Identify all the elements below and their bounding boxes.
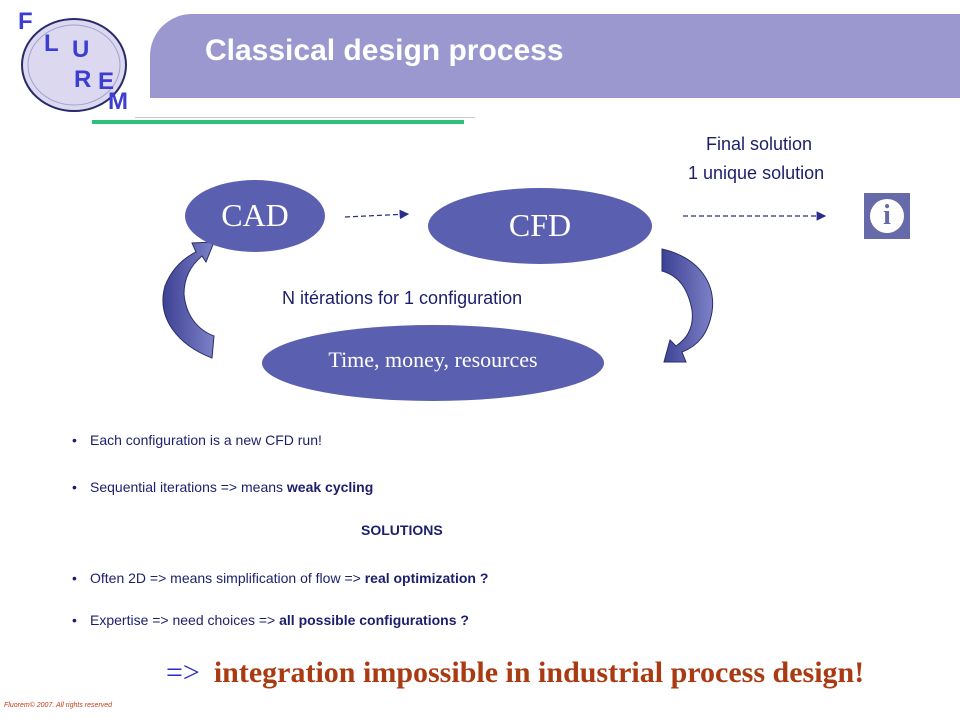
cfd-label: CFD xyxy=(508,207,572,243)
bullet-emphasis: all possible configurations ? xyxy=(279,612,469,628)
bullet-text: Sequential iterations => means xyxy=(90,479,287,495)
bullet-item: •Expertise => need choices => all possib… xyxy=(72,612,469,628)
conclusion-arrow: => xyxy=(166,656,200,689)
logo-letter: E xyxy=(98,68,115,95)
conclusion-text: integration impossible in industrial pro… xyxy=(213,656,865,689)
logo-letter: R xyxy=(74,66,92,93)
time-money-label: Time, money, resources xyxy=(328,347,538,372)
header-band xyxy=(150,14,960,98)
fluorem-logo: F L U R E M xyxy=(8,8,138,118)
bullet-item: •Often 2D => means simplification of flo… xyxy=(72,570,489,586)
bullet-text: Each configuration is a new CFD run! xyxy=(90,432,322,448)
arrow-cad-to-cfd xyxy=(344,209,410,220)
cad-node: CAD xyxy=(185,180,325,252)
bullet-text: Often 2D => means simplification of flow… xyxy=(90,570,365,586)
copyright-footer: Fluorem© 2007. All rights reserved xyxy=(4,702,112,709)
logo-letter: M xyxy=(108,88,128,115)
solutions-heading: SOLUTIONS xyxy=(361,522,443,538)
cad-label: CAD xyxy=(221,197,289,233)
info-icon[interactable]: i xyxy=(864,193,910,239)
loop-arrow-left xyxy=(162,241,215,359)
iterations-label: N itérations for 1 configuration xyxy=(282,288,523,308)
header-green-rule xyxy=(92,120,464,124)
final-solution-label: Final solution xyxy=(706,134,813,154)
bullet-text: Expertise => need choices => xyxy=(90,612,280,628)
logo-letter: U xyxy=(72,36,90,63)
cfd-node: CFD xyxy=(428,188,652,264)
bullet-item: •Each configuration is a new CFD run! xyxy=(72,432,322,448)
loop-arrow-right xyxy=(661,248,714,363)
info-icon-circle: i xyxy=(870,199,904,233)
bullet-item: •Sequential iterations => means weak cyc… xyxy=(72,479,374,495)
logo-letter: F xyxy=(18,8,33,35)
info-icon-glyph: i xyxy=(883,200,891,231)
conclusion-line: => integration impossible in industrial p… xyxy=(166,656,864,690)
logo-letter: L xyxy=(44,30,59,57)
logo-ring-graphic xyxy=(21,18,127,112)
time-money-node: Time, money, resources xyxy=(262,325,604,401)
header-thin-rule xyxy=(135,117,475,118)
bullet-emphasis: real optimization ? xyxy=(364,570,489,586)
slide-title: Classical design process xyxy=(205,34,564,67)
unique-solution-label: 1 unique solution xyxy=(688,163,825,183)
bullet-emphasis: weak cycling xyxy=(286,479,374,495)
